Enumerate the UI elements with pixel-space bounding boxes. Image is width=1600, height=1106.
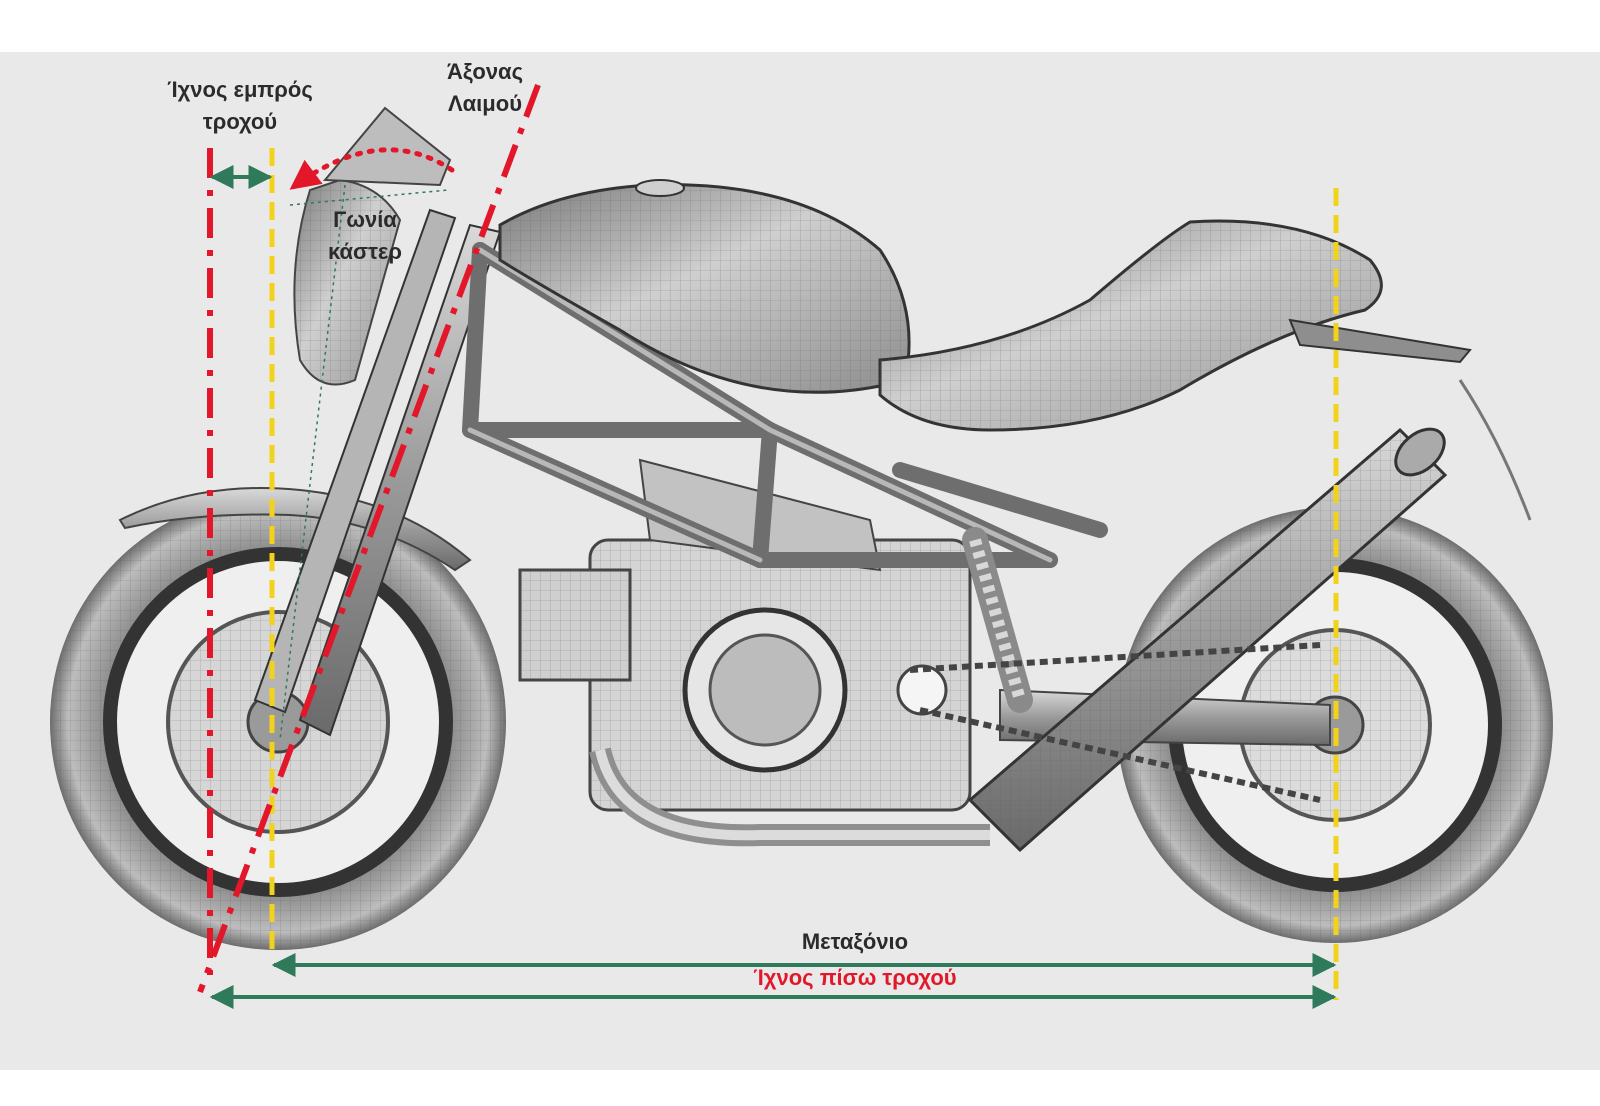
- steering-axis-label: Άξονας Λαιμού: [446, 59, 524, 116]
- steering-axis-line: [197, 83, 541, 994]
- fuel-tank: [498, 179, 911, 394]
- front-trail-label: Ίχνος εμπρός τροχού: [167, 77, 313, 134]
- rear-trail-label: Ίχνος πίσω τροχού: [753, 965, 957, 990]
- engine: [518, 458, 972, 812]
- motorcycle-wireframe-icon: [50, 106, 1553, 950]
- wheelbase-label: Μεταξόνιο: [801, 929, 909, 954]
- caster-angle-arc: [289, 147, 455, 191]
- front-wheel: [50, 494, 506, 950]
- geometry-overlay: [197, 83, 1339, 1009]
- seat-and-tail: [878, 219, 1532, 521]
- caster-angle-label: Γωνία κάστερ: [328, 207, 402, 264]
